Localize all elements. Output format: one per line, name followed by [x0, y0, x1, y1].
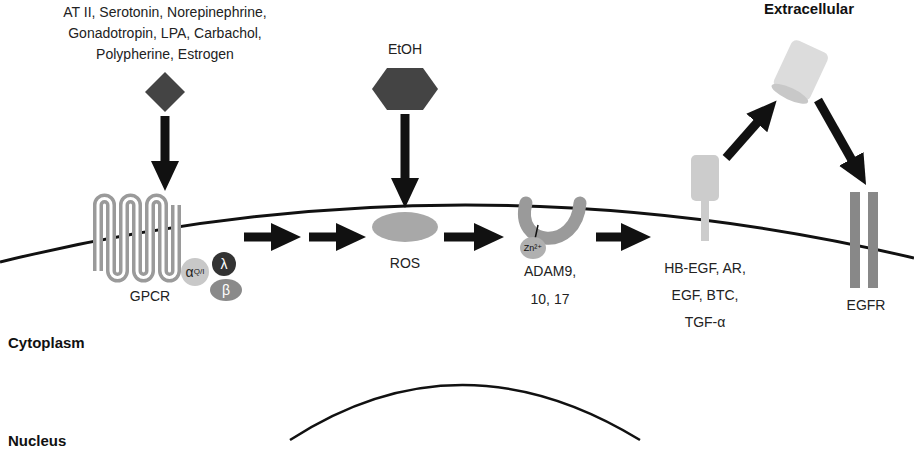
node-label: λ [221, 257, 228, 271]
text-area: ROS [370, 254, 440, 272]
node-label: EGFR [838, 296, 894, 314]
g-gamma-subunit: λ [212, 252, 236, 276]
text-area: αQ/I [181, 258, 209, 286]
text-area: Zn²⁺ [520, 237, 546, 259]
text-area: AT II, Serotonin, Norepinephrine, Gonado… [45, 2, 285, 65]
shedding-arrow [726, 116, 763, 159]
arrow-shaft [444, 233, 484, 242]
text-area: λ [212, 252, 236, 276]
node-subscript: Q/I [194, 268, 205, 276]
node-label: AT II, Serotonin, Norepinephrine, Gonado… [45, 2, 285, 65]
region-label: Extracellular [764, 0, 854, 17]
zinc-ion: Zn²⁺ [520, 237, 546, 259]
released-ligand [769, 38, 830, 107]
text-area: β [210, 279, 242, 301]
g-beta-subunit: β [210, 279, 242, 301]
ros-ellipse: ROS [370, 210, 440, 278]
egfr-receptor: EGFR [838, 188, 894, 318]
ethanol-hexagon: EtOH [367, 40, 443, 112]
signal-arrow [596, 237, 631, 238]
arrow-shaft [161, 116, 170, 171]
ligand-diamond: AT II, Serotonin, Norepinephrine, Gonado… [45, 0, 285, 114]
nuclear-envelope [290, 385, 640, 440]
node-label: α [186, 265, 194, 279]
text-area: HB-EGF, AR, EGF, BTC, TGF-α [655, 255, 755, 336]
node-label: HB-EGF, AR, EGF, BTC, TGF-α [655, 255, 755, 336]
node-label: β [222, 283, 230, 297]
node-label: EtOH [367, 40, 443, 58]
region-label: Cytoplasm [8, 334, 85, 351]
g-alpha-subunit: αQ/I [181, 258, 209, 286]
text-area: ADAM9, 10, 17 [519, 257, 581, 313]
arrow-shaft [596, 233, 631, 242]
text-area: EtOH [367, 40, 443, 58]
node-label: ADAM9, 10, 17 [519, 257, 581, 313]
binding-arrow [818, 100, 856, 168]
node-label: Zn²⁺ [524, 244, 542, 253]
node-label: ROS [370, 254, 440, 272]
signal-arrow [405, 114, 406, 188]
signal-arrow [165, 116, 166, 171]
node-label: GPCR [90, 287, 210, 305]
adam-protease: ADAM9, 10, 17 Zn²⁺ [508, 195, 592, 315]
ligand-precursor-outline [655, 145, 755, 337]
text-area: GPCR [90, 287, 210, 305]
arrow-shaft [401, 114, 410, 188]
signal-arrow [244, 237, 346, 238]
region-label: Nucleus [8, 432, 66, 449]
arrow-shaft [309, 233, 346, 242]
text-area: EGFR [838, 296, 894, 314]
ligand-precursor: HB-EGF, AR, EGF, BTC, TGF-α [655, 145, 755, 337]
signal-arrow [444, 237, 484, 238]
arrow-shaft [244, 233, 281, 242]
